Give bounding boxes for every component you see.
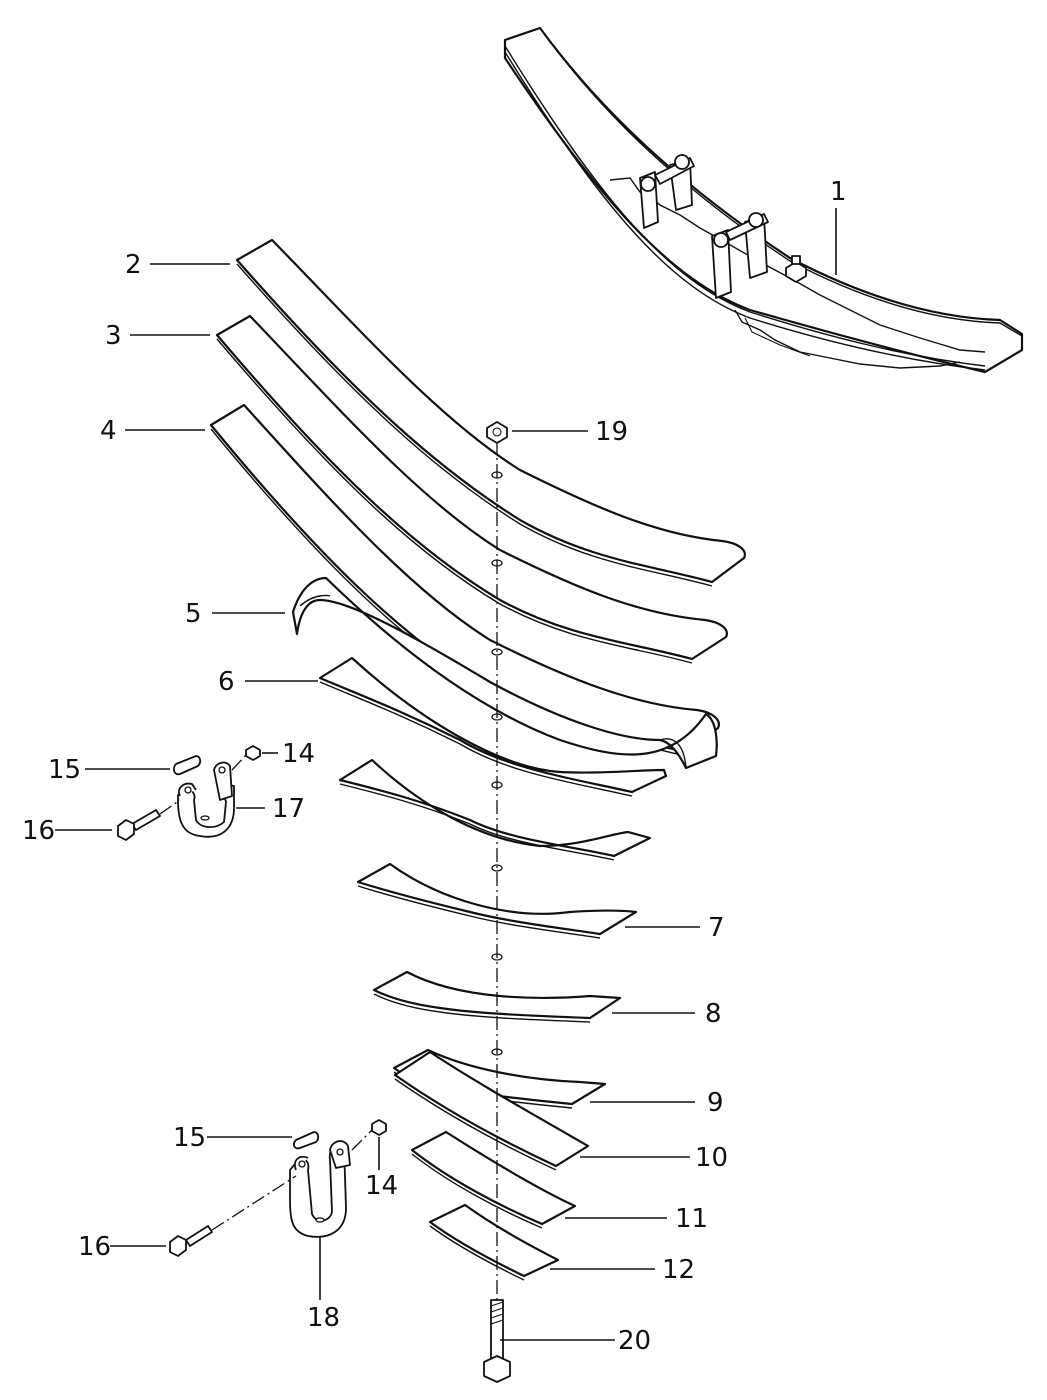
callout-5: 5 [185,599,202,629]
callout-12: 12 [662,1255,695,1285]
callout-1: 1 [830,177,847,207]
leaf-7 [338,758,652,872]
leaf-8-upper [356,862,638,961]
center-nut-19 [486,421,508,444]
callout-16-lower: 16 [78,1232,111,1262]
arched-leaf-5 [291,576,718,770]
leader-lines [55,208,837,1341]
callout-20: 20 [618,1326,651,1356]
leaf-10 [393,1050,590,1184]
callout-15-upper: 15 [48,755,81,785]
leaf-11 [410,1130,577,1247]
lower-clip-assembly [169,1119,387,1257]
callout-15-lower: 15 [173,1123,206,1153]
callout-4: 4 [100,416,117,446]
upper-clip-assembly [117,745,261,841]
callout-7: 7 [708,913,725,943]
callout-2: 2 [125,250,142,280]
callout-18: 18 [307,1303,340,1333]
callout-3: 3 [105,321,122,351]
callout-14-lower: 14 [365,1171,398,1201]
center-bolt-20 [483,1299,511,1383]
callout-11: 11 [675,1204,708,1234]
callout-10: 10 [695,1143,728,1173]
callout-6: 6 [218,667,235,697]
callout-19: 19 [595,417,628,447]
callout-16-upper: 16 [22,816,55,846]
callout-9: 9 [707,1088,724,1118]
callout-8: 8 [705,999,722,1029]
assembled-leaf-spring [503,26,1024,374]
leaf-12 [428,1203,560,1281]
leaf-9-upper [372,970,622,1056]
callout-labels: 1 2 3 4 5 6 7 8 9 10 11 12 19 20 15 14 1… [22,177,847,1356]
callout-17: 17 [272,794,305,824]
callout-14-upper: 14 [282,739,315,769]
